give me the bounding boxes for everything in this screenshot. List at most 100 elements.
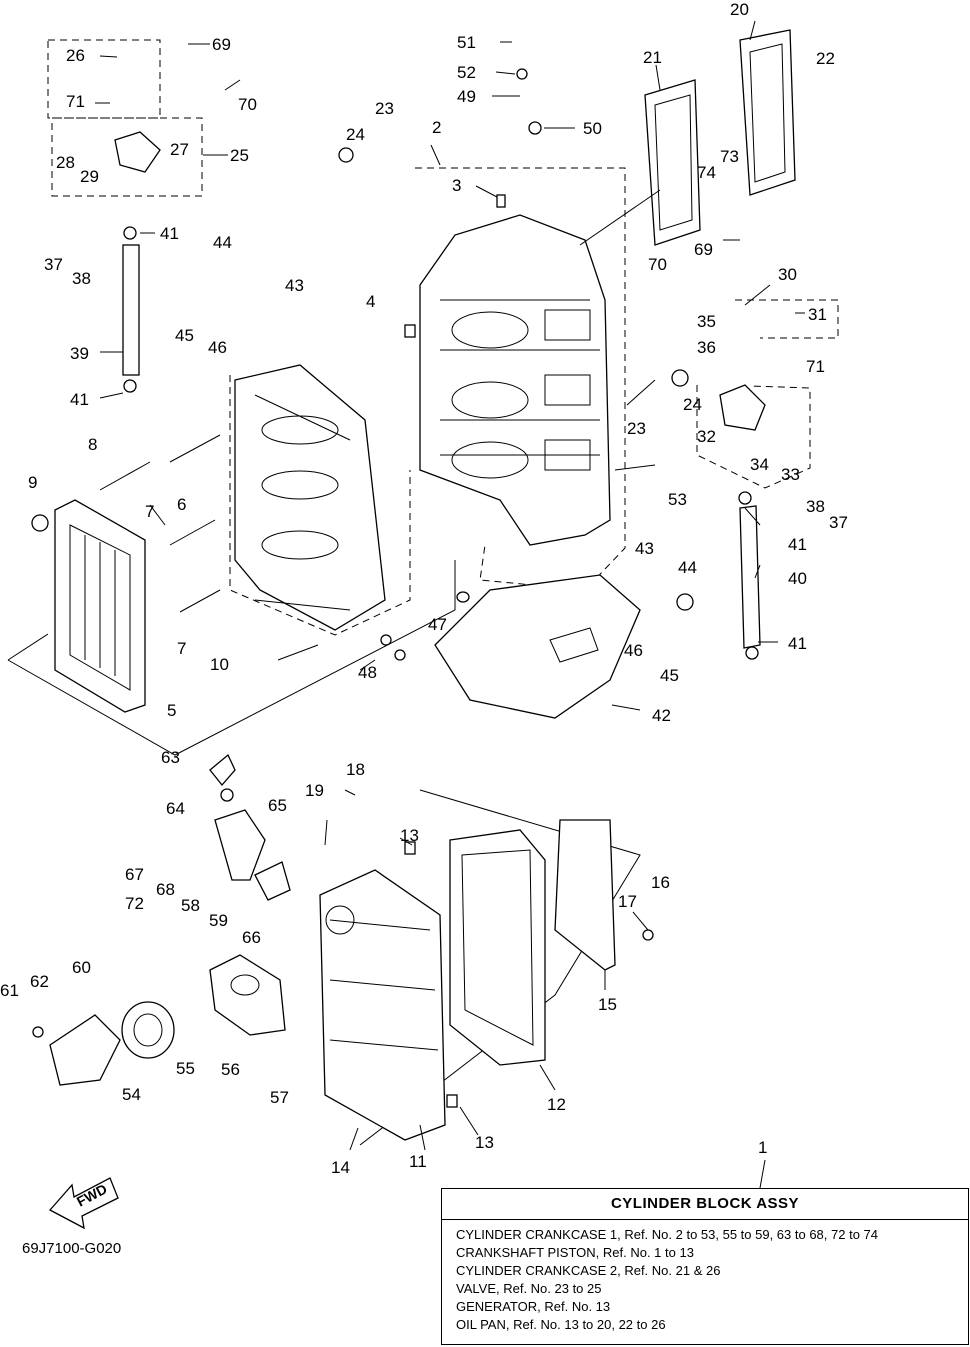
callout-number: 37 <box>829 513 848 532</box>
callout-number: 23 <box>375 99 394 118</box>
leader-lines <box>95 20 805 1189</box>
callout-number: 24 <box>346 125 365 144</box>
callout-number: 7 <box>177 639 186 658</box>
callout-number: 21 <box>643 48 662 67</box>
callout-number: 12 <box>547 1095 566 1114</box>
callout-number: 41 <box>788 634 807 653</box>
callout-number: 63 <box>161 748 180 767</box>
callout-number: 45 <box>660 666 679 685</box>
callout-number: 41 <box>160 224 179 243</box>
callout-number: 71 <box>806 357 825 376</box>
callout-number: 6 <box>177 495 186 514</box>
callout-number: 44 <box>678 558 697 577</box>
upper-assembly-outline <box>7 560 456 756</box>
callout-number: 9 <box>28 473 37 492</box>
callout-number: 30 <box>778 265 797 284</box>
callout-number: 37 <box>44 255 63 274</box>
callout-number: 74 <box>697 163 716 182</box>
callout-number: 51 <box>457 33 476 52</box>
assembly-line: GENERATOR, Ref. No. 13 <box>456 1299 611 1314</box>
callout-number: 15 <box>598 995 617 1014</box>
cylinder-block <box>419 214 611 546</box>
callout-number: 26 <box>66 46 85 65</box>
callout-number: 5 <box>167 701 176 720</box>
exhaust-cover <box>54 499 146 713</box>
callout-number: 60 <box>72 958 91 977</box>
assembly-ref-number: 1 <box>758 1138 767 1157</box>
callout-number: 31 <box>808 305 827 324</box>
callout-number: 68 <box>156 880 175 899</box>
callout-number: 52 <box>457 63 476 82</box>
callout-number: 22 <box>816 49 835 68</box>
cover-plates <box>644 29 796 246</box>
callout-number: 69 <box>694 240 713 259</box>
crankcase-half <box>234 364 386 631</box>
callout-number: 40 <box>788 569 807 588</box>
block-dashed-outline <box>415 167 626 591</box>
callout-number: 42 <box>652 706 671 725</box>
assembly-line: OIL PAN, Ref. No. 13 to 20, 22 to 26 <box>456 1317 666 1332</box>
callout-number: 35 <box>697 312 716 331</box>
callout-number: 38 <box>72 269 91 288</box>
callout-number: 56 <box>221 1060 240 1079</box>
callout-number: 47 <box>428 615 447 634</box>
callout-number: 24 <box>683 395 702 414</box>
callout-number: 27 <box>170 140 189 159</box>
callout-number: 28 <box>56 153 75 172</box>
callout-number: 10 <box>210 655 229 674</box>
callout-number: 19 <box>305 781 324 800</box>
gasket-12 <box>449 829 546 1066</box>
callout-number: 66 <box>242 928 261 947</box>
callout-number: 70 <box>648 255 667 274</box>
callout-number: 33 <box>781 465 800 484</box>
callout-number: 43 <box>285 276 304 295</box>
assembly-line: CYLINDER CRANKCASE 2, Ref. No. 21 & 26 <box>456 1263 721 1278</box>
callout-number: 41 <box>788 535 807 554</box>
assembly-line: VALVE, Ref. No. 23 to 25 <box>456 1281 602 1296</box>
callout-number: 2 <box>432 118 441 137</box>
callout-number: 45 <box>175 326 194 345</box>
callout-number: 7 <box>145 502 154 521</box>
callout-number: 48 <box>358 663 377 682</box>
callout-number: 71 <box>66 92 85 111</box>
callout-number: 13 <box>400 826 419 845</box>
callout-number: 44 <box>213 233 232 252</box>
hardware <box>31 68 759 1108</box>
hose-40 <box>739 505 761 649</box>
oil-filter-group <box>49 753 291 1086</box>
assembly-line: CYLINDER CRANKCASE 1, Ref. No. 2 to 53, … <box>456 1227 878 1242</box>
callout-number: 38 <box>806 497 825 516</box>
callout-number: 64 <box>166 799 185 818</box>
callout-number: 23 <box>627 419 646 438</box>
callout-number: 29 <box>80 167 99 186</box>
callout-number: 4 <box>366 292 375 311</box>
plate-15 <box>554 819 616 971</box>
callout-number: 53 <box>668 490 687 509</box>
callout-number: 70 <box>238 95 257 114</box>
callout-number: 50 <box>583 119 602 138</box>
callout-number: 32 <box>697 427 716 446</box>
callout-number: 73 <box>720 147 739 166</box>
forward-arrow: FWD <box>48 1177 119 1230</box>
callout-number: 46 <box>208 338 227 357</box>
callout-number: 34 <box>750 455 769 474</box>
callout-number: 17 <box>618 892 637 911</box>
callout-number: 43 <box>635 539 654 558</box>
callout-number: 59 <box>209 911 228 930</box>
callout-number: 39 <box>70 344 89 363</box>
callout-number: 54 <box>122 1085 141 1104</box>
callout-number: 57 <box>270 1088 289 1107</box>
callout-number: 55 <box>176 1059 195 1078</box>
callout-number: 13 <box>475 1133 494 1152</box>
callout-number: 62 <box>30 972 49 991</box>
assembly-title: CYLINDER BLOCK ASSY <box>441 1188 969 1219</box>
callout-number: 3 <box>452 176 461 195</box>
callout-number: 49 <box>457 87 476 106</box>
callout-number: 16 <box>651 873 670 892</box>
diagram-code: 69J7100-G020 <box>22 1240 122 1257</box>
callout-number: 72 <box>125 894 144 913</box>
gasket-42 <box>434 574 641 719</box>
